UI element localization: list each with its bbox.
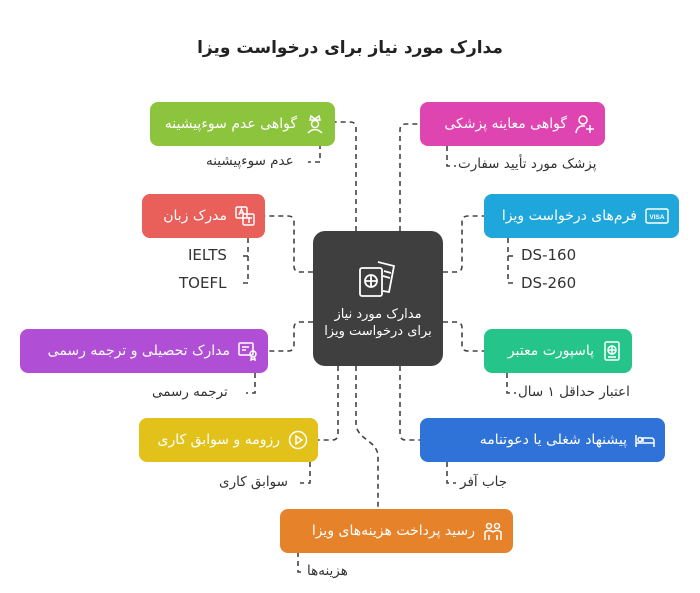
sub-passport: اعتبار حداقل ۱ سال	[518, 384, 630, 400]
translate-icon	[235, 206, 255, 226]
node-medical: گواهی معاینه پزشکی	[420, 102, 605, 146]
connector-medical	[399, 123, 420, 231]
subconnector-fees	[297, 552, 304, 573]
node-label: رسید پرداخت هزینه‌های ویزا	[311, 523, 475, 539]
sub-no-criminal-record: عدم سوءپیشینه	[206, 153, 294, 169]
center-node: مدارک مورد نیاز برای درخواست ویزا	[313, 231, 443, 366]
people-icon	[483, 521, 503, 541]
bed-icon	[635, 430, 655, 450]
crowned-person-icon	[305, 114, 325, 134]
node-education: مدارک تحصیلی و ترجمه رسمی	[20, 329, 268, 373]
sub-resume: سوابق کاری	[219, 474, 288, 490]
subconnector-no-criminal-record	[308, 144, 321, 163]
visa-badge-text: VISA	[649, 214, 664, 221]
node-forms: فرم‌های درخواست ویزا VISA	[484, 194, 679, 238]
subconnector-forms	[507, 238, 517, 284]
connector-passport	[443, 321, 484, 352]
user-plus-icon	[575, 114, 595, 134]
connector-fees	[355, 366, 379, 509]
diagram-title: مدارک مورد نیاز برای درخواست ویزا	[197, 38, 503, 58]
sub-medical: پزشک مورد تأیید سفارت	[458, 156, 597, 172]
subconnector-resume	[300, 462, 311, 484]
connector-job-offer	[399, 366, 420, 441]
node-label: رزومه و سوابق کاری	[157, 432, 280, 448]
node-label: پیشنهاد شغلی یا دعوتنامه	[479, 432, 627, 448]
subconnector-medical	[446, 146, 456, 167]
sub-forms-ds160: DS-160	[521, 246, 577, 264]
connector-no-criminal-record	[335, 121, 357, 231]
node-language: مدرک زبان	[142, 194, 265, 238]
subconnector-language	[240, 238, 249, 284]
node-label: پاسپورت معتبر	[507, 343, 594, 359]
sub-language-ielts: IELTS	[188, 246, 227, 264]
sub-forms-ds260: DS-260	[521, 274, 577, 292]
sub-education: ترجمه رسمی	[152, 384, 228, 400]
node-label: گواهی معاینه پزشکی	[444, 116, 567, 132]
node-fees: رسید پرداخت هزینه‌های ویزا	[280, 509, 513, 553]
play-circle-icon	[288, 430, 308, 450]
node-label: مدرک زبان	[163, 208, 227, 224]
subconnector-job-offer	[446, 462, 456, 484]
node-job-offer: پیشنهاد شغلی یا دعوتنامه	[420, 418, 665, 462]
connector-language	[265, 215, 313, 273]
subconnector-education	[246, 373, 256, 394]
sub-language-toefl: TOEFL	[179, 274, 227, 292]
node-label: فرم‌های درخواست ویزا	[501, 208, 637, 224]
node-passport: پاسپورت معتبر	[484, 329, 632, 373]
node-no-criminal-record: گواهی عدم سوءپیشینه	[150, 102, 335, 146]
connector-resume	[318, 366, 339, 441]
node-resume: رزومه و سوابق کاری	[139, 418, 318, 462]
node-label: گواهی عدم سوءپیشینه	[164, 116, 297, 132]
sub-fees: هزینه‌ها	[307, 563, 348, 579]
visa-card-icon: VISA	[645, 206, 669, 226]
connector-education	[268, 321, 313, 352]
center-label: مدارک مورد نیاز برای درخواست ویزا	[324, 306, 432, 339]
node-label: مدارک تحصیلی و ترجمه رسمی	[47, 343, 230, 359]
certificate-icon	[238, 341, 258, 361]
passport-icon	[602, 341, 622, 361]
passport-ticket-icon	[359, 260, 396, 297]
connector-forms	[443, 215, 484, 273]
sub-job-offer: جاب آفر	[460, 474, 508, 490]
subconnector-passport	[506, 373, 516, 394]
